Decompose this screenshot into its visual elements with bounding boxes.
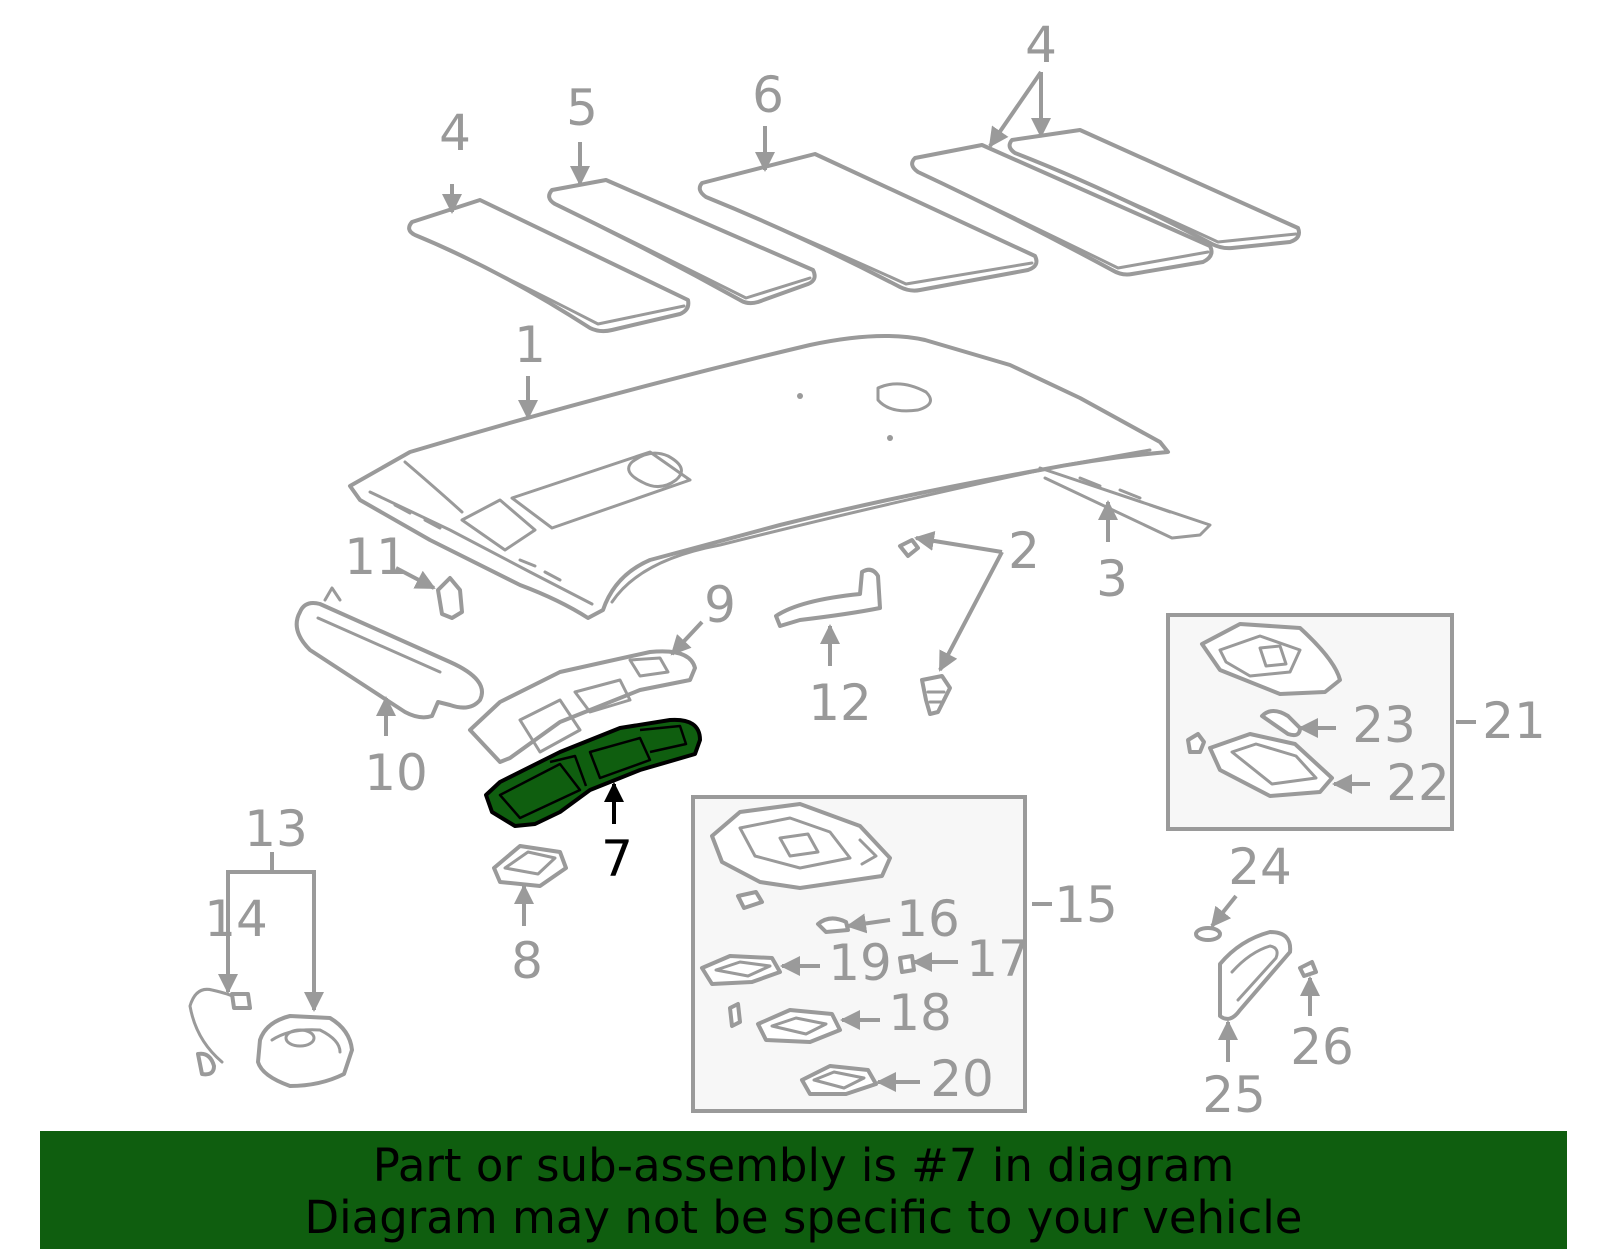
clip-26 [1298,960,1318,978]
callout-4-left: 4 [439,104,471,162]
callout-3: 3 [1096,550,1128,608]
callout-11: 11 [344,528,408,586]
callout-labels: 1 2 3 4 4 5 6 7 8 9 10 11 12 13 14 15 16… [204,16,1546,1124]
callout-10: 10 [364,744,428,802]
plug-15 [736,890,764,910]
callout-20: 20 [930,1050,994,1108]
module-13 [256,1014,354,1088]
clip-2-top [898,538,920,558]
pad-6 [697,152,1039,293]
callout-15: 15 [1054,876,1118,934]
callout-23: 23 [1352,696,1416,754]
callout-22: 22 [1386,754,1450,812]
callout-13: 13 [244,800,308,858]
handle-25 [1218,930,1293,1021]
pad-4-left [407,198,691,334]
callout-25: 25 [1202,1066,1266,1124]
callout-5: 5 [566,79,598,137]
callout-26: 26 [1290,1018,1354,1076]
pad-5 [547,178,817,306]
screw-21 [1186,732,1206,754]
callout-6: 6 [752,66,784,124]
banner-line-1: Part or sub-assembly is #7 in diagram [372,1139,1235,1192]
bulb-16 [816,916,850,934]
callout-12: 12 [808,674,872,732]
lens-22 [1208,732,1334,798]
console-assembly-15 [710,802,892,890]
overhead-console-highlighted [484,717,702,828]
callout-2: 2 [1008,522,1040,580]
callout-4-right: 4 [1025,16,1057,74]
lens-18 [756,1008,842,1044]
callout-24: 24 [1228,838,1292,896]
callout-16: 16 [896,890,960,948]
screw-15 [728,1002,742,1028]
plug-24 [1194,926,1222,942]
callout-8: 8 [511,932,543,990]
leader-lines [218,70,1476,1092]
lamp-assembly-21 [1200,622,1342,696]
callout-1: 1 [514,316,546,374]
grab-handle [774,567,882,628]
callout-14: 14 [204,890,268,948]
callout-18: 18 [888,984,952,1042]
info-banner: Part or sub-assembly is #7 in diagram Di… [40,1131,1567,1249]
callout-7: 7 [601,830,633,888]
harness-14 [188,987,252,1077]
console-bracket [468,649,697,764]
callout-21: 21 [1482,692,1546,750]
pad-4-right [1007,128,1301,251]
sun-visor [294,586,484,720]
banner-line-2: Diagram may not be specific to your vehi… [304,1191,1303,1244]
socket-17 [898,954,916,974]
clip-11 [436,576,464,620]
clip-2-bottom [920,674,952,716]
pad-4-mid [910,143,1214,277]
headliner [348,334,1212,620]
callout-17: 17 [966,930,1030,988]
callout-19: 19 [828,934,892,992]
callout-9: 9 [704,576,736,634]
lamp-8 [492,844,568,888]
